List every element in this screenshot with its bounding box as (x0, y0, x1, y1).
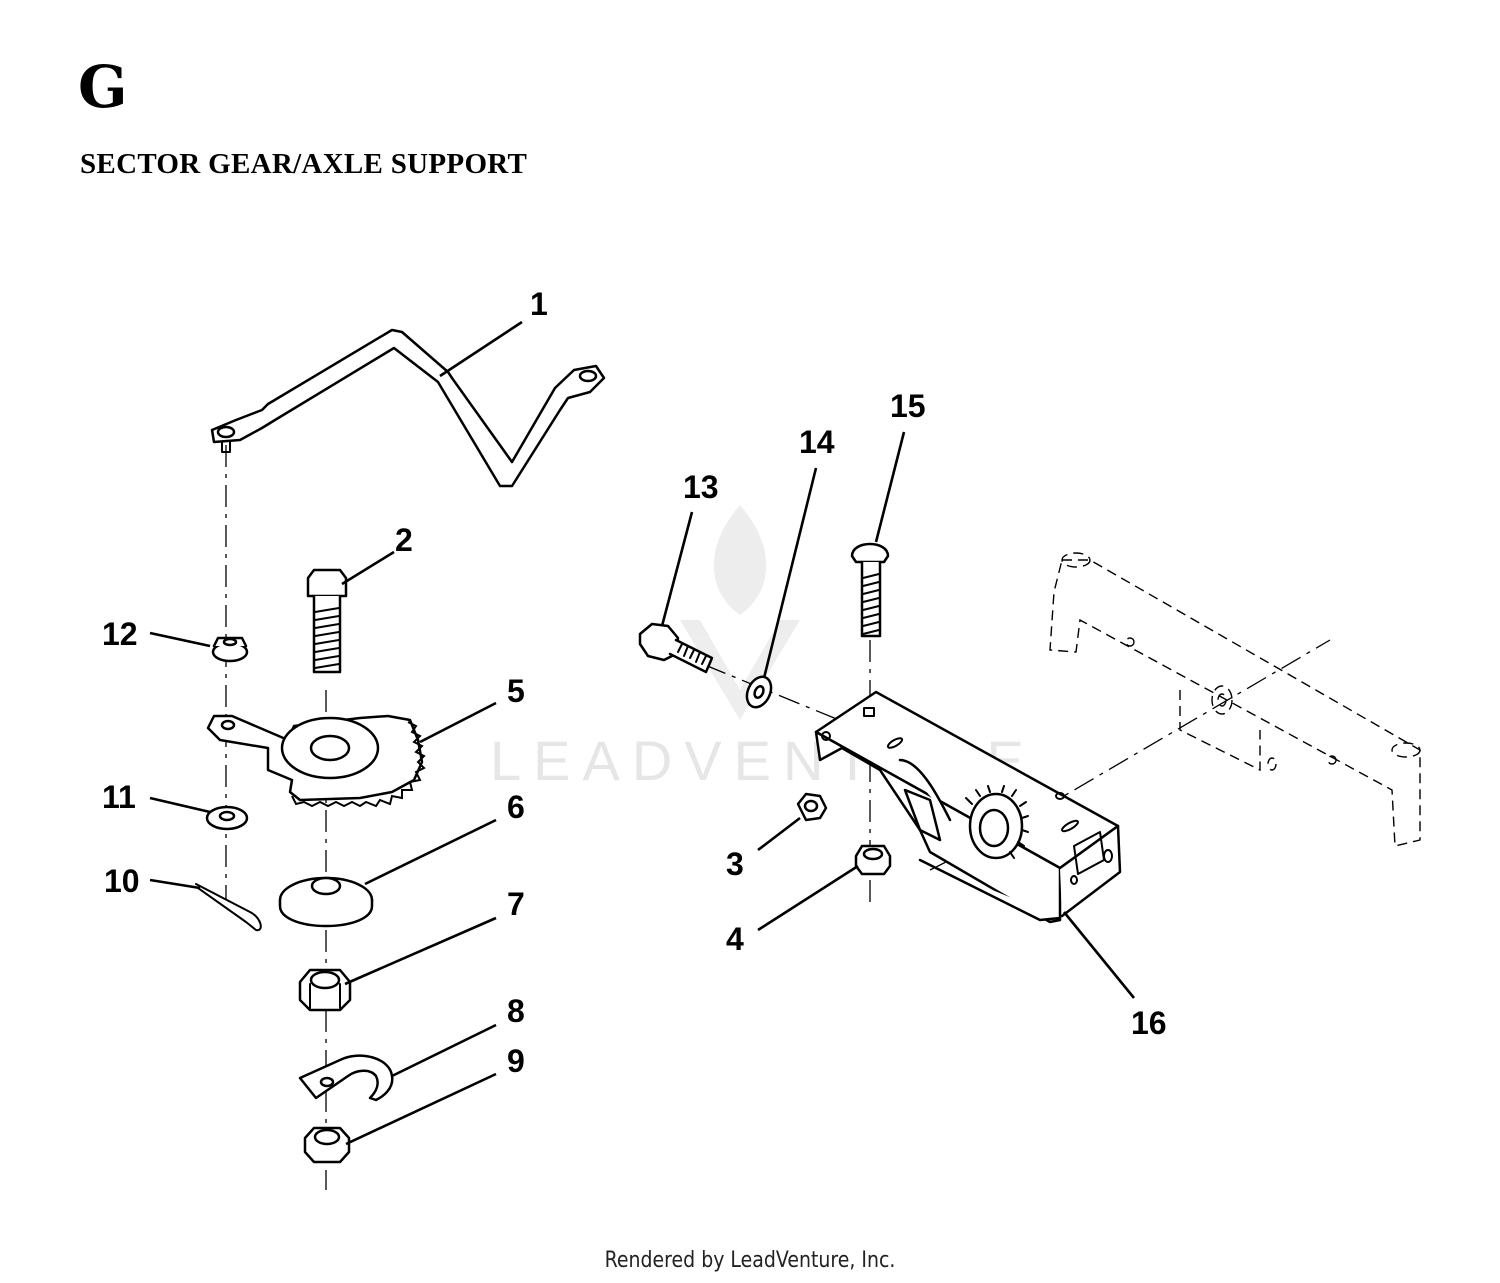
footer-credit: Rendered by LeadVenture, Inc. (604, 1248, 896, 1273)
part-12-flange-nut (211, 636, 249, 663)
part-3-nut (796, 792, 828, 822)
part-15-carriage-bolt (850, 542, 890, 638)
callout-13: 13 (683, 469, 719, 505)
leader-16 (1062, 911, 1136, 999)
phantom-front-axle (1049, 552, 1421, 847)
callout-11: 11 (102, 779, 136, 815)
part-4-nut (854, 844, 892, 876)
part-7-hex-nut (298, 968, 352, 1012)
leader-14 (762, 467, 818, 679)
watermark-logo (680, 505, 800, 720)
leader-2 (341, 550, 395, 586)
callout-6: 6 (507, 789, 525, 825)
part-6-spacer (278, 876, 374, 928)
callout-10: 10 (104, 863, 140, 899)
callout-1: 1 (530, 286, 548, 322)
callout-8: 8 (507, 993, 525, 1029)
leader-5 (419, 701, 497, 744)
leader-6 (364, 818, 497, 886)
callout-2: 2 (395, 522, 413, 558)
leader-lines (149, 320, 1136, 1146)
callout-14: 14 (799, 424, 835, 460)
callout-12: 12 (102, 616, 138, 652)
callout-3: 3 (726, 846, 744, 882)
leader-7 (344, 916, 497, 986)
leader-4 (757, 864, 859, 932)
part-13-hex-bolt (638, 622, 714, 674)
leader-8 (391, 1023, 497, 1078)
part-5-sector-gear (206, 714, 426, 808)
part-8-clip (298, 1054, 394, 1102)
callout-16: 16 (1131, 1005, 1167, 1041)
part-9-nut (303, 1126, 351, 1164)
callout-9: 9 (507, 1043, 525, 1079)
leader-9 (345, 1072, 497, 1146)
leader-15 (874, 431, 906, 543)
part-1-drag-link (210, 328, 606, 488)
callout-labels: 1 2 3 4 5 6 7 8 9 10 11 12 13 14 15 16 (102, 286, 1167, 1079)
part-2-bolt (306, 568, 348, 674)
leader-13 (660, 511, 694, 627)
section-letter: G (78, 53, 128, 121)
part-14-washer (745, 675, 773, 709)
centerline-axle (1039, 639, 1331, 811)
leader-12 (149, 631, 211, 648)
callout-15: 15 (890, 388, 926, 424)
part-11-washer (205, 805, 249, 831)
leader-3 (757, 816, 801, 852)
leader-10 (149, 878, 201, 890)
part-10-cotter-pin (195, 883, 262, 932)
callout-7: 7 (507, 886, 525, 922)
callout-4: 4 (726, 921, 744, 957)
leader-11 (149, 796, 211, 814)
part-16-axle-support (814, 690, 1122, 924)
leader-1 (439, 320, 523, 378)
callout-5: 5 (507, 673, 525, 709)
section-title: SECTOR GEAR/AXLE SUPPORT (80, 148, 528, 180)
